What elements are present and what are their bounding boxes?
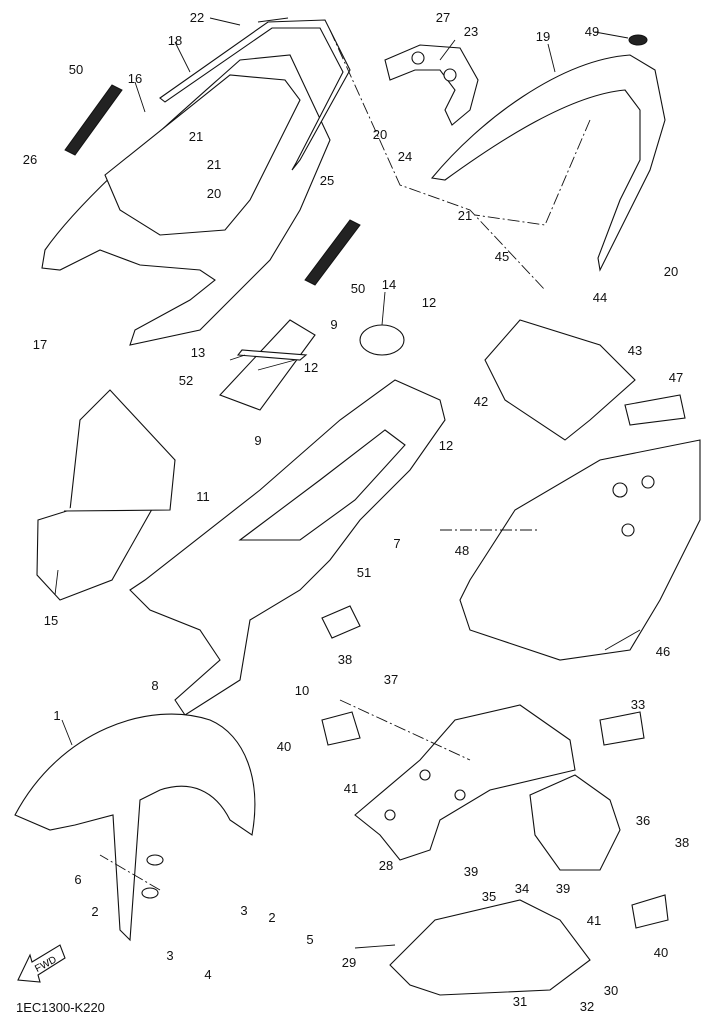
callout-41[interactable]: 41	[343, 781, 359, 796]
callout-27[interactable]: 27	[435, 10, 451, 25]
assembly-lines	[99, 29, 591, 891]
strip-part-47[interactable]	[624, 394, 686, 426]
callout-45[interactable]: 45	[494, 249, 510, 264]
callout-41[interactable]: 41	[586, 913, 602, 928]
callout-31[interactable]: 31	[512, 994, 528, 1009]
callout-17[interactable]: 17	[32, 337, 48, 352]
callout-2[interactable]: 2	[268, 910, 276, 925]
callout-47[interactable]: 47	[668, 370, 684, 385]
callout-50[interactable]: 50	[68, 62, 84, 77]
reflector-part-33[interactable]	[599, 711, 645, 746]
callout-9[interactable]: 9	[330, 317, 338, 332]
callout-33[interactable]: 33	[630, 697, 646, 712]
label-part-51[interactable]	[321, 605, 361, 639]
callout-19[interactable]: 19	[535, 29, 551, 44]
diagram-code: 1EC1300-K220	[16, 1000, 105, 1015]
callout-1[interactable]: 1	[53, 708, 61, 723]
callout-42[interactable]: 42	[473, 394, 489, 409]
callout-18[interactable]: 18	[167, 33, 183, 48]
callout-40[interactable]: 40	[653, 945, 669, 960]
callout-39[interactable]: 39	[555, 881, 571, 896]
callout-50[interactable]: 50	[350, 281, 366, 296]
bracket-part-43[interactable]	[484, 319, 636, 441]
callout-16[interactable]: 16	[127, 71, 143, 86]
callout-20[interactable]: 20	[663, 264, 679, 279]
callout-28[interactable]: 28	[378, 858, 394, 873]
rear-frame-part-7[interactable]	[129, 379, 446, 716]
callout-30[interactable]: 30	[603, 983, 619, 998]
callout-43[interactable]: 43	[627, 343, 643, 358]
callout-15[interactable]: 15	[43, 613, 59, 628]
bracket-part-23[interactable]	[384, 44, 479, 126]
callout-4[interactable]: 4	[204, 967, 212, 982]
callout-38[interactable]: 38	[337, 652, 353, 667]
callout-25[interactable]: 25	[319, 173, 335, 188]
callout-29[interactable]: 29	[341, 955, 357, 970]
callout-12[interactable]: 12	[421, 295, 437, 310]
rear-fender-part-28[interactable]	[354, 704, 576, 861]
callout-34[interactable]: 34	[514, 881, 530, 896]
grab-bar-part-18[interactable]	[159, 19, 351, 171]
fwd-label: FWD	[33, 954, 58, 974]
callout-14[interactable]: 14	[381, 277, 397, 292]
strap-part-52[interactable]	[219, 319, 316, 411]
front-fender-part-1[interactable]	[14, 713, 256, 942]
callout-22[interactable]: 22	[189, 10, 205, 25]
callout-21[interactable]: 21	[206, 157, 222, 172]
callout-52[interactable]: 52	[178, 373, 194, 388]
callout-37[interactable]: 37	[383, 672, 399, 687]
callout-12[interactable]: 12	[303, 360, 319, 375]
callout-3[interactable]: 3	[240, 903, 248, 918]
callout-12[interactable]: 12	[438, 438, 454, 453]
callout-21[interactable]: 21	[457, 208, 473, 223]
callout-44[interactable]: 44	[592, 290, 608, 305]
callout-46[interactable]: 46	[655, 644, 671, 659]
side-cowl-part-19[interactable]	[430, 34, 666, 272]
fwd-arrow-icon: FWD	[17, 944, 66, 983]
decal-part-50[interactable]	[64, 84, 123, 156]
battery-cover-part-15[interactable]	[36, 389, 176, 601]
tail-holder-part[interactable]	[529, 774, 621, 871]
decal-part-50[interactable]	[304, 219, 361, 286]
callout-6[interactable]: 6	[74, 872, 82, 887]
reflector-part-40[interactable]	[631, 894, 669, 929]
callout-49[interactable]: 49	[584, 24, 600, 39]
callout-11[interactable]: 11	[196, 489, 210, 504]
callout-48[interactable]: 48	[454, 543, 470, 558]
callout-8[interactable]: 8	[151, 678, 159, 693]
callout-20[interactable]: 20	[206, 186, 222, 201]
callout-5[interactable]: 5	[306, 932, 314, 947]
callout-26[interactable]: 26	[22, 152, 38, 167]
callout-36[interactable]: 36	[635, 813, 651, 828]
callout-7[interactable]: 7	[393, 536, 401, 551]
callout-32[interactable]: 32	[579, 999, 595, 1014]
callout-40[interactable]: 40	[276, 739, 292, 754]
callout-9[interactable]: 9	[254, 433, 262, 448]
mudflap-part-29[interactable]	[389, 899, 591, 996]
leader-lines	[54, 17, 641, 949]
callout-39[interactable]: 39	[463, 864, 479, 879]
callout-51[interactable]: 51	[356, 565, 372, 580]
reflector-part-40[interactable]	[321, 711, 361, 746]
callout-23[interactable]: 23	[463, 24, 479, 39]
rear-cowling-part-16[interactable]	[41, 54, 331, 346]
callout-13[interactable]: 13	[190, 345, 206, 360]
callout-3[interactable]: 3	[166, 948, 174, 963]
callout-10[interactable]: 10	[294, 683, 310, 698]
callout-21[interactable]: 21	[188, 129, 204, 144]
mud-guard-part-46[interactable]	[459, 439, 701, 661]
callout-20[interactable]: 20	[372, 127, 388, 142]
callout-2[interactable]: 2	[91, 904, 99, 919]
ring-part-14[interactable]	[359, 324, 405, 356]
callout-24[interactable]: 24	[397, 149, 413, 164]
callout-38[interactable]: 38	[674, 835, 690, 850]
callout-35[interactable]: 35	[481, 889, 497, 904]
